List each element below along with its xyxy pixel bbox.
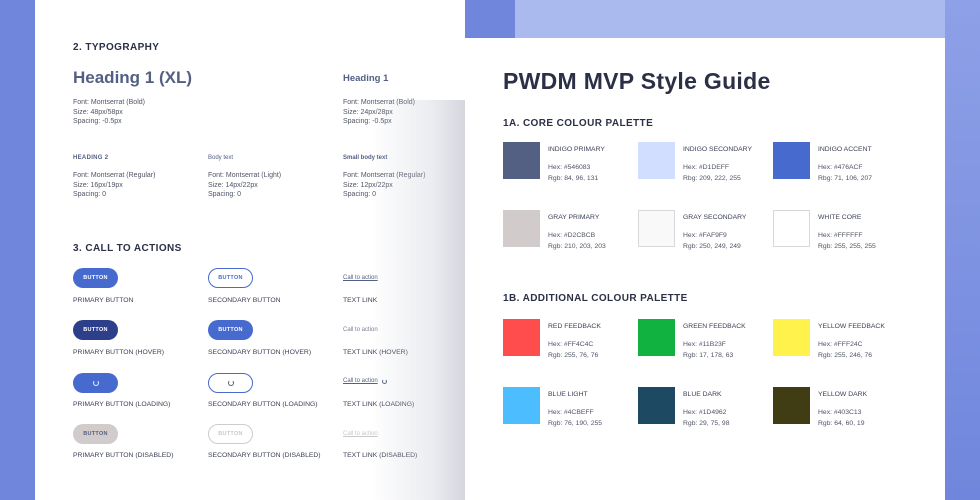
- colour-swatch: [503, 142, 540, 179]
- primary-button-hover-caption: PRIMARY BUTTON (HOVER): [73, 349, 165, 356]
- colour-name: BLUE DARK: [683, 391, 722, 398]
- colour-rgb: Rbg: 71, 106, 207: [818, 175, 873, 182]
- text-link-loading[interactable]: Call to action: [343, 378, 378, 384]
- colour-name: RED FEEDBACK: [548, 323, 601, 330]
- colour-rgb: Rgb: 29, 75, 98: [683, 420, 730, 427]
- typography-sheet: 2. TYPOGRAPHY Heading 1 (XL) Font: Monts…: [35, 0, 465, 500]
- loading-spinner-icon: [92, 380, 99, 386]
- small-body-text-sample: Small body text: [343, 155, 388, 161]
- background-accent-top: [515, 0, 980, 38]
- colour-swatch: [638, 387, 675, 424]
- secondary-button-caption: SECONDARY BUTTON: [208, 297, 281, 304]
- colour-rgb: Rgb: 64, 60, 19: [818, 420, 865, 427]
- colour-swatch: [503, 319, 540, 356]
- colour-name: GRAY SECONDARY: [683, 214, 747, 221]
- colour-hex: Hex: #4CBEFF: [548, 409, 594, 416]
- secondary-button[interactable]: BUTTON: [208, 268, 253, 288]
- secondary-button-hover-caption: SECONDARY BUTTON (HOVER): [208, 349, 312, 356]
- colour-swatch: [503, 387, 540, 424]
- colour-hex: Hex: #D1DEFF: [683, 164, 730, 171]
- colour-swatch: [638, 142, 675, 179]
- colour-rgb: Rgb: 255, 76, 76: [548, 352, 599, 359]
- cta-section-title: 3. CALL TO ACTIONS: [73, 243, 182, 254]
- colour-name: YELLOW DARK: [818, 391, 868, 398]
- additional-palette-title: 1B. ADDITIONAL COLOUR PALETTE: [503, 293, 688, 304]
- colour-hex: Hex: #546083: [548, 164, 591, 171]
- colour-rgb: Rbg: 209, 222, 255: [683, 175, 741, 182]
- text-link-disabled: Call to action: [343, 431, 378, 437]
- colour-name: INDIGO PRIMARY: [548, 146, 605, 153]
- colour-name: GRAY PRIMARY: [548, 214, 600, 221]
- colour-name: INDIGO SECONDARY: [683, 146, 752, 153]
- text-link-caption: TEXT LINK: [343, 297, 378, 304]
- page-title: PWDM MVP Style Guide: [503, 68, 771, 94]
- colour-hex: Hex: #FAF9F9: [683, 232, 727, 239]
- secondary-button-hover[interactable]: BUTTON: [208, 320, 253, 340]
- colour-name: GREEN FEEDBACK: [683, 323, 746, 330]
- text-link-loading-group: Call to action: [343, 378, 387, 384]
- core-palette-title: 1A. CORE COLOUR PALETTE: [503, 118, 654, 129]
- colour-swatch: [773, 210, 810, 247]
- colour-name: WHITE CORE: [818, 214, 862, 221]
- colour-swatch: [638, 319, 675, 356]
- primary-button-disabled-caption: PRIMARY BUTTON (DISABLED): [73, 452, 174, 459]
- heading-2-sample: HEADING 2: [73, 155, 109, 161]
- body-text-sample: Body text: [208, 155, 234, 161]
- loading-spinner-icon: [227, 380, 234, 386]
- colour-hex: Hex: #476ACF: [818, 164, 863, 171]
- colour-hex: Hex: #1D4962: [683, 409, 727, 416]
- primary-button-caption: PRIMARY BUTTON: [73, 297, 134, 304]
- primary-button-loading-caption: PRIMARY BUTTON (LOADING): [73, 401, 171, 408]
- colour-rgb: Rgb: 255, 246, 76: [818, 352, 873, 359]
- colour-rgb: Rgb: 255, 255, 255: [818, 243, 876, 250]
- colour-sheet: PWDM MVP Style Guide 1A. CORE COLOUR PAL…: [465, 38, 945, 500]
- colour-swatch: [638, 210, 675, 247]
- colour-hex: Hex: #FFF24C: [818, 341, 863, 348]
- heading-2-specs: Font: Montserrat (Regular) Size: 16px/19…: [73, 172, 156, 198]
- colour-swatch: [773, 142, 810, 179]
- primary-button-disabled: BUTTON: [73, 424, 118, 444]
- colour-hex: Hex: #11B23F: [683, 341, 726, 348]
- colour-hex: Hex: #403C13: [818, 409, 862, 416]
- heading-1-specs: Font: Montserrat (Bold) Size: 24px/28px …: [343, 99, 415, 125]
- colour-rgb: Rgb: 17, 178, 63: [683, 352, 734, 359]
- primary-button[interactable]: BUTTON: [73, 268, 118, 288]
- background-accent-right: [945, 0, 980, 500]
- colour-rgb: Rgb: 210, 203, 203: [548, 243, 606, 250]
- text-link-disabled-caption: TEXT LINK (DISABLED): [343, 452, 418, 459]
- colour-name: YELLOW FEEDBACK: [818, 323, 885, 330]
- heading-1-xl-specs: Font: Montserrat (Bold) Size: 48px/58px …: [73, 99, 145, 125]
- text-link-hover[interactable]: Call to action: [343, 327, 378, 333]
- typography-section-title: 2. TYPOGRAPHY: [73, 42, 160, 53]
- colour-rgb: Rgb: 84, 96, 131: [548, 175, 599, 182]
- colour-hex: Hex: #D2CBCB: [548, 232, 596, 239]
- secondary-button-loading-caption: SECONDARY BUTTON (LOADING): [208, 401, 318, 408]
- primary-button-hover[interactable]: BUTTON: [73, 320, 118, 340]
- colour-swatch: [773, 319, 810, 356]
- secondary-button-disabled-caption: SECONDARY BUTTON (DISABLED): [208, 452, 321, 459]
- colour-name: BLUE LIGHT: [548, 391, 588, 398]
- body-text-specs: Font: Montserrat (Light) Size: 14px/22px…: [208, 172, 282, 198]
- colour-hex: Hex: #FF4C4C: [548, 341, 594, 348]
- secondary-button-loading[interactable]: [208, 373, 253, 393]
- text-link-loading-caption: TEXT LINK (LOADING): [343, 401, 415, 408]
- colour-swatch: [773, 387, 810, 424]
- small-body-text-specs: Font: Montserrat (Regular) Size: 12px/22…: [343, 172, 426, 198]
- colour-hex: Hex: #FFFFFF: [818, 232, 863, 239]
- colour-rgb: Rgb: 76, 190, 255: [548, 420, 603, 427]
- loading-spinner-icon: [381, 378, 387, 384]
- colour-swatch: [503, 210, 540, 247]
- colour-rgb: Rgb: 250, 249, 249: [683, 243, 741, 250]
- text-link[interactable]: Call to action: [343, 275, 378, 281]
- text-link-hover-caption: TEXT LINK (HOVER): [343, 349, 408, 356]
- secondary-button-disabled: BUTTON: [208, 424, 253, 444]
- heading-1-sample: Heading 1: [343, 73, 389, 84]
- colour-name: INDIGO ACCENT: [818, 146, 872, 153]
- primary-button-loading[interactable]: [73, 373, 118, 393]
- heading-1-xl-sample: Heading 1 (XL): [73, 68, 193, 87]
